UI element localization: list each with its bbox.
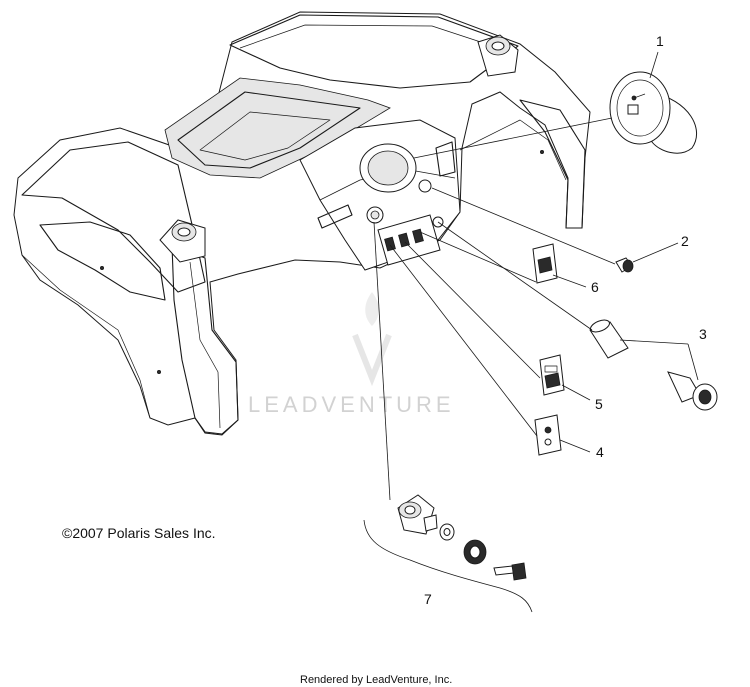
leader-5 xyxy=(404,241,541,379)
part-key-switch xyxy=(397,494,438,535)
callout-1: 1 xyxy=(656,33,664,49)
left-speaker-pod xyxy=(159,219,206,263)
left-fender-inner xyxy=(39,221,166,301)
callout-4: 4 xyxy=(596,444,604,460)
callout-5: 5 xyxy=(595,396,603,412)
callout-7: 7 xyxy=(424,591,432,607)
callout-6: 6 xyxy=(591,279,599,295)
key-switch-recess-inner xyxy=(370,210,380,220)
leader-4-tick xyxy=(559,439,591,453)
top-deck xyxy=(229,14,519,89)
part-indicator-light xyxy=(615,257,634,273)
part-power-outlet xyxy=(589,319,718,411)
mount-hole xyxy=(540,149,545,154)
watermark-text: LEADVENTURE xyxy=(248,392,455,417)
leader-6 xyxy=(419,231,537,283)
leadventure-logo-icon xyxy=(352,292,392,387)
footer-rendered-by: Rendered by LeadVenture, Inc. xyxy=(300,674,452,686)
right-body-line xyxy=(459,119,567,181)
leader-2 xyxy=(431,187,616,265)
copyright-text: ©2007 Polaris Sales Inc. xyxy=(62,525,216,541)
leader-1-tick xyxy=(649,51,659,79)
dash-outline xyxy=(13,11,591,436)
leader-4 xyxy=(389,244,538,437)
top-deck-line xyxy=(239,24,506,51)
leader-3-b xyxy=(687,343,699,381)
left-fender-edge xyxy=(21,254,151,419)
leader-7 xyxy=(373,221,391,501)
part-speedometer xyxy=(609,71,697,154)
leader-3-a xyxy=(619,339,689,345)
vent-slot-right xyxy=(435,141,456,177)
leader-5-tick xyxy=(561,384,591,401)
callout-2: 2 xyxy=(681,233,689,249)
bracket-7 xyxy=(363,519,533,613)
callout-3: 3 xyxy=(699,326,707,342)
switch-panel xyxy=(377,214,441,266)
part-rocker-switch xyxy=(532,243,558,284)
storage-bin-rim xyxy=(177,91,361,169)
leader-1 xyxy=(413,117,613,159)
storage-bin-floor xyxy=(199,111,331,161)
right-side-panel xyxy=(519,99,586,229)
part-nut xyxy=(463,539,487,565)
left-side-panel xyxy=(171,244,239,435)
part-key xyxy=(493,562,527,581)
indicator-hole xyxy=(418,179,432,193)
vent-slot-left xyxy=(317,204,353,229)
part-switch xyxy=(539,354,565,396)
left-fender xyxy=(21,141,206,293)
leader-2-tick xyxy=(632,242,679,263)
switch-slot-a xyxy=(384,236,396,252)
leader-6-tick xyxy=(552,274,587,288)
gauge-recess-inner xyxy=(367,150,409,186)
dash-body xyxy=(13,11,591,436)
right-speaker-pod xyxy=(477,34,519,77)
part-dual-switch xyxy=(534,414,562,456)
part-washer xyxy=(439,523,455,541)
leadventure-watermark: LEADVENTURE xyxy=(248,292,455,417)
left-side-crease xyxy=(189,261,221,429)
mount-hole xyxy=(156,369,161,374)
mount-hole xyxy=(100,265,105,270)
leader-3-main xyxy=(437,221,593,331)
